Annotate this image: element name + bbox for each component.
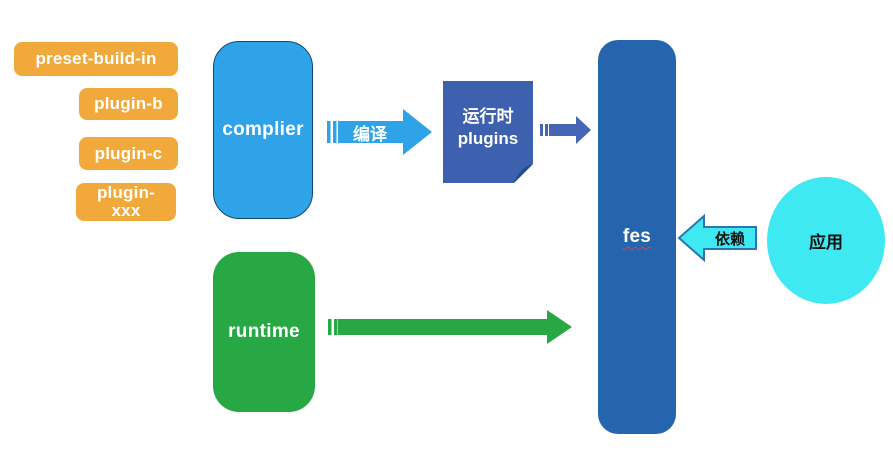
dependency-arrow: 依赖: [677, 214, 758, 262]
dependency-arrow-label: 依赖: [714, 230, 745, 248]
node-plugin-b: plugin-b: [79, 88, 178, 120]
right-block-arrow-icon: [540, 116, 591, 144]
note-line-1: 运行时: [462, 106, 514, 126]
node-label: preset-build-in: [35, 49, 157, 68]
compile-arrow-label: 编译: [353, 124, 387, 144]
node-label: 应用: [809, 233, 843, 252]
node-plugin-c: plugin-c: [79, 137, 178, 170]
node-application: 应用: [767, 177, 885, 304]
folded-note-icon: [443, 81, 533, 183]
node-fes: fes: [598, 40, 676, 434]
node-label: runtime: [228, 321, 300, 342]
node-runtime-plugins: 运行时 plugins: [443, 81, 533, 183]
left-block-arrow-icon: [677, 214, 757, 262]
node-label: plugin-xxx: [96, 182, 156, 220]
node-label: complier: [222, 119, 304, 140]
runtime-to-fes-arrow: [328, 309, 573, 345]
right-block-arrow-icon: [327, 109, 432, 155]
node-plugin-xxx: plugin-xxx: [76, 183, 176, 221]
node-label: plugin-c: [94, 143, 163, 163]
node-label: 运行时 plugins: [443, 81, 533, 183]
node-preset-build-in: preset-build-in: [14, 42, 178, 76]
right-block-arrow-icon: [328, 310, 572, 344]
plugins-to-fes-arrow: [540, 115, 592, 145]
compile-arrow: 编译: [327, 108, 432, 156]
node-complier: complier: [213, 41, 313, 219]
note-line-2: plugins: [457, 129, 519, 148]
node-label: plugin-b: [94, 94, 163, 113]
node-label: fes: [622, 226, 652, 247]
node-runtime: runtime: [213, 252, 315, 412]
